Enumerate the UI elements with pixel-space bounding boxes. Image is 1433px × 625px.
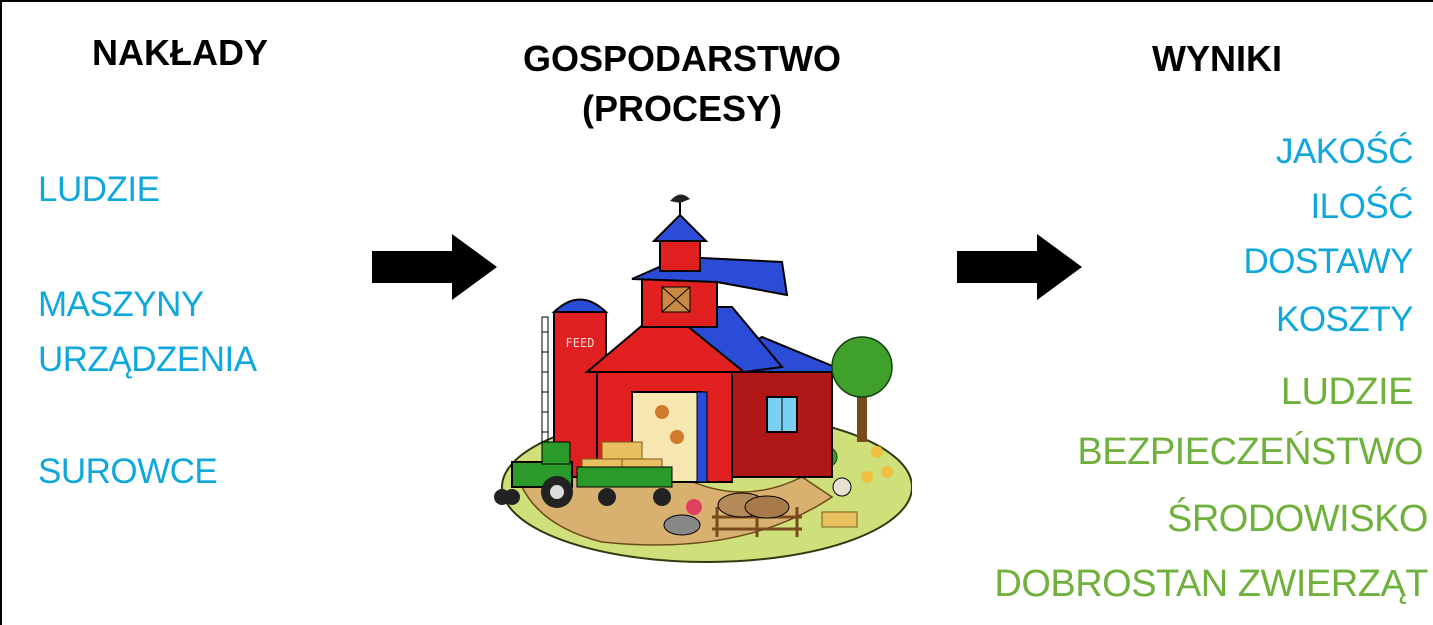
farm-barn-icon: FEED	[494, 194, 912, 563]
output-item-quality: JAKOŚĆ	[1275, 132, 1414, 171]
input-item-machines: MASZYNY	[38, 285, 204, 324]
output-item-costs: KOSZTY	[1275, 300, 1414, 339]
output-item-animal-welfare: DOBROSTAN ZWIERZĄT	[994, 563, 1428, 605]
outputs-title: WYNIKI	[1152, 38, 1282, 79]
output-item-people: LUDZIE	[1280, 371, 1414, 413]
output-item-deliveries: DOSTAWY	[1243, 242, 1413, 281]
input-item-raw-materials: SUROWCE	[38, 452, 218, 491]
right-arrow-icon	[957, 234, 1082, 300]
input-item-equipment: URZĄDZENIA	[38, 340, 257, 379]
output-item-quantity: ILOŚĆ	[1310, 187, 1413, 226]
process-title-line1: GOSPODARSTWO	[522, 38, 841, 79]
output-item-environment: ŚRODOWISKO	[1166, 498, 1429, 540]
output-item-safety: BEZPIECZEŃSTWO	[1077, 431, 1423, 473]
silo-label: FEED	[566, 336, 595, 350]
process-title: GOSPODARSTWO (PROCESY)	[482, 34, 882, 134]
right-arrow-icon	[372, 234, 497, 300]
inputs-title: NAKŁADY	[92, 32, 268, 73]
input-item-people: LUDZIE	[38, 170, 160, 209]
process-title-line2: (PROCESY)	[581, 88, 783, 129]
